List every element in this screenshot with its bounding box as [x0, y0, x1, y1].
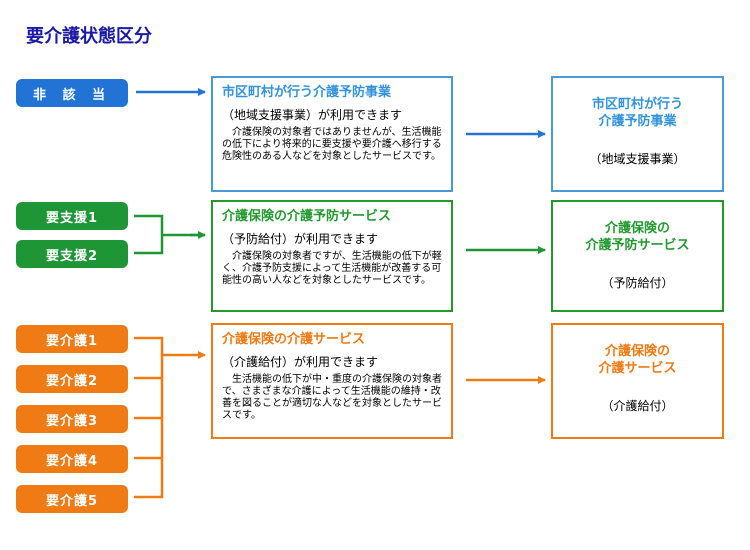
right-box-kaigo: 介護保険の 介護サービス （介護給付） — [551, 323, 724, 439]
level-kaigo3: 要介護3 — [16, 405, 128, 433]
level-shien1: 要支援1 — [16, 202, 128, 230]
level-kaigo4: 要介護4 — [16, 445, 128, 473]
level-shien2: 要支援2 — [16, 240, 128, 268]
middle-kaigo-heading: 介護保険の介護サービス — [222, 332, 366, 347]
right-shien-line1: 介護保険の — [604, 221, 670, 236]
middle-non-heading: 市区町村が行う介護予防事業 — [222, 85, 392, 100]
middle-kaigo-subheading: （介護給付）が利用できます — [222, 355, 379, 369]
middle-non-subheading: （地域支援事業）が利用できます — [222, 108, 403, 122]
right-non-line1: 市区町村が行う — [591, 97, 683, 112]
right-shien-line2: 介護予防サービス — [585, 238, 690, 253]
middle-box-shien: 介護保険の介護予防サービス （予防給付）が利用できます 介護保険の対象者ですが、… — [211, 200, 453, 312]
right-non-sub: （地域支援事業） — [589, 152, 686, 166]
level-kaigo2: 要介護2 — [16, 365, 128, 393]
level-kaigo1: 要介護1 — [16, 325, 128, 353]
right-kaigo-sub: （介護給付） — [601, 399, 674, 413]
middle-box-non: 市区町村が行う介護予防事業 （地域支援事業）が利用できます 介護保険の対象者では… — [211, 76, 453, 192]
middle-non-description: 介護保険の対象者ではありませんが、生活機能の低下により将来的に要支援や要介護へ移… — [222, 127, 442, 162]
bracket-kaigo — [134, 336, 164, 499]
middle-shien-subheading: （予防給付）が利用できます — [222, 232, 379, 246]
page-title: 要介護状態区分 — [26, 26, 152, 47]
right-box-shien: 介護保険の 介護予防サービス （予防給付） — [551, 200, 724, 312]
right-box-non: 市区町村が行う 介護予防事業 （地域支援事業） — [551, 76, 724, 192]
middle-shien-description: 介護保険の対象者ですが、生活機能の低下が軽く、介護予防支援によって生活機能が改善… — [222, 251, 442, 286]
right-kaigo-line1: 介護保険の — [604, 344, 670, 359]
level-kaigo5: 要介護5 — [16, 485, 128, 513]
right-shien-sub: （予防給付） — [601, 276, 674, 290]
level-non: 非 該 当 — [16, 79, 128, 107]
right-kaigo-line2: 介護サービス — [598, 361, 677, 376]
right-non-line2: 介護予防事業 — [598, 114, 677, 129]
middle-kaigo-description: 生活機能の低下が中・重度の介護保険の対象者で、さまざまな介護によって生活機能の維… — [222, 374, 442, 421]
middle-shien-heading: 介護保険の介護予防サービス — [222, 209, 392, 224]
middle-box-kaigo: 介護保険の介護サービス （介護給付）が利用できます 生活機能の低下が中・重度の介… — [211, 323, 453, 439]
